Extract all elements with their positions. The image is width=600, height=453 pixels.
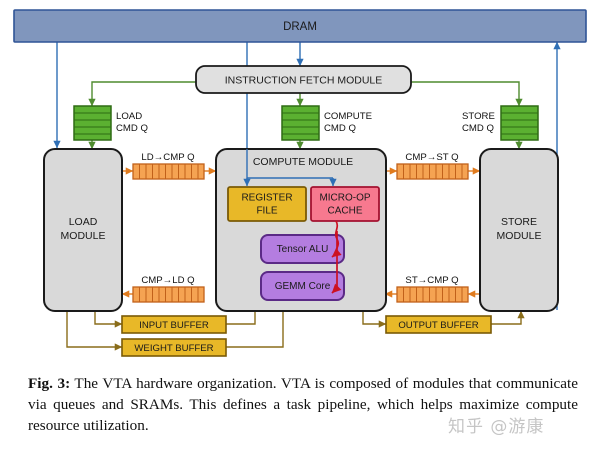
gemm-core-label: GEMM Core <box>275 281 331 292</box>
wire-load-to-input-buffer <box>94 311 123 328</box>
wire-fetch-to-store-cmdq <box>411 81 523 107</box>
register-file: REGISTER FILE <box>227 186 307 222</box>
register-file-label-line2: FILE <box>256 206 277 217</box>
instruction-fetch-label: INSTRUCTION FETCH MODULE <box>225 74 383 86</box>
tensor-alu-label: Tensor ALU <box>277 244 329 255</box>
ld-cmp-q-label: LD→CMP Q <box>141 152 194 163</box>
figure-caption-text: The VTA hardware organization. VTA is co… <box>28 375 578 434</box>
wire-weight-buffer-to-gemm <box>226 302 287 348</box>
input-buffer: INPUT BUFFER <box>121 315 227 334</box>
output-buffer-label: OUTPUT BUFFER <box>398 320 478 331</box>
load-cmd-q-label-line1: LOAD <box>116 111 142 122</box>
dram-label: DRAM <box>283 21 317 33</box>
compute-cmd-q-label-line1: COMPUTE <box>324 111 372 122</box>
store-module-label-line2: MODULE <box>497 230 542 242</box>
ld-cmp-queue: LD→CMP Q <box>132 152 205 180</box>
load-cmd-q-label-line2: CMD Q <box>116 123 148 134</box>
load-module-label-line1: LOAD <box>69 216 98 228</box>
compute-module-label: COMPUTE MODULE <box>253 156 353 168</box>
store-cmd-q-label-line1: STORE <box>462 111 495 122</box>
store-module-label-line1: STORE <box>501 216 537 228</box>
load-module: LOAD MODULE <box>43 148 123 312</box>
micro-op-cache-label-line2: CACHE <box>327 206 362 217</box>
weight-buffer-label: WEIGHT BUFFER <box>134 343 213 354</box>
cmp-st-q-label: CMP→ST Q <box>405 152 458 163</box>
cmp-ld-q-label: CMP→LD Q <box>141 275 194 286</box>
dram-block: DRAM <box>13 9 587 43</box>
output-buffer: OUTPUT BUFFER <box>385 315 492 334</box>
wire-load-to-weight-buffer <box>66 311 123 351</box>
store-module: STORE MODULE <box>479 148 559 312</box>
wire-fetch-to-load-cmdq <box>88 81 196 107</box>
register-file-label-line1: REGISTER <box>241 193 292 204</box>
micro-op-cache-label-line1: MICRO-OP <box>319 193 370 204</box>
figure-number: Fig. 3: <box>28 375 71 392</box>
st-cmp-queue: ST→CMP Q <box>396 275 469 303</box>
store-cmd-queue: STORE CMD Q <box>462 105 539 141</box>
instruction-fetch-module: INSTRUCTION FETCH MODULE <box>195 65 412 94</box>
micro-op-cache: MICRO-OP CACHE <box>310 186 380 222</box>
compute-internal-blue-wires <box>243 149 337 187</box>
compute-cmd-q-label-line2: CMD Q <box>324 123 356 134</box>
vta-architecture-diagram: DRAM INSTRUCTION FETCH MODULE LOAD CMD Q <box>13 9 587 357</box>
wire-output-buffer-to-store <box>491 310 525 325</box>
cmp-st-queue: CMP→ST Q <box>396 152 469 180</box>
weight-buffer: WEIGHT BUFFER <box>121 338 227 357</box>
micro-op-dispatch-arrows <box>331 220 342 294</box>
load-module-label-line2: MODULE <box>61 230 106 242</box>
compute-cmd-queue: COMPUTE CMD Q <box>281 105 372 141</box>
figure-caption: Fig. 3: The VTA hardware organization. V… <box>28 374 578 437</box>
cmp-ld-queue: CMP→LD Q <box>132 275 205 303</box>
gemm-core: GEMM Core <box>260 271 345 301</box>
input-buffer-label: INPUT BUFFER <box>139 320 209 331</box>
tensor-alu: Tensor ALU <box>260 234 345 264</box>
st-cmp-q-label: ST→CMP Q <box>405 275 458 286</box>
store-cmd-q-label-line2: CMD Q <box>462 123 494 134</box>
microop-arrow-to-gemm-core <box>331 231 342 294</box>
load-cmd-queue: LOAD CMD Q <box>73 105 148 141</box>
